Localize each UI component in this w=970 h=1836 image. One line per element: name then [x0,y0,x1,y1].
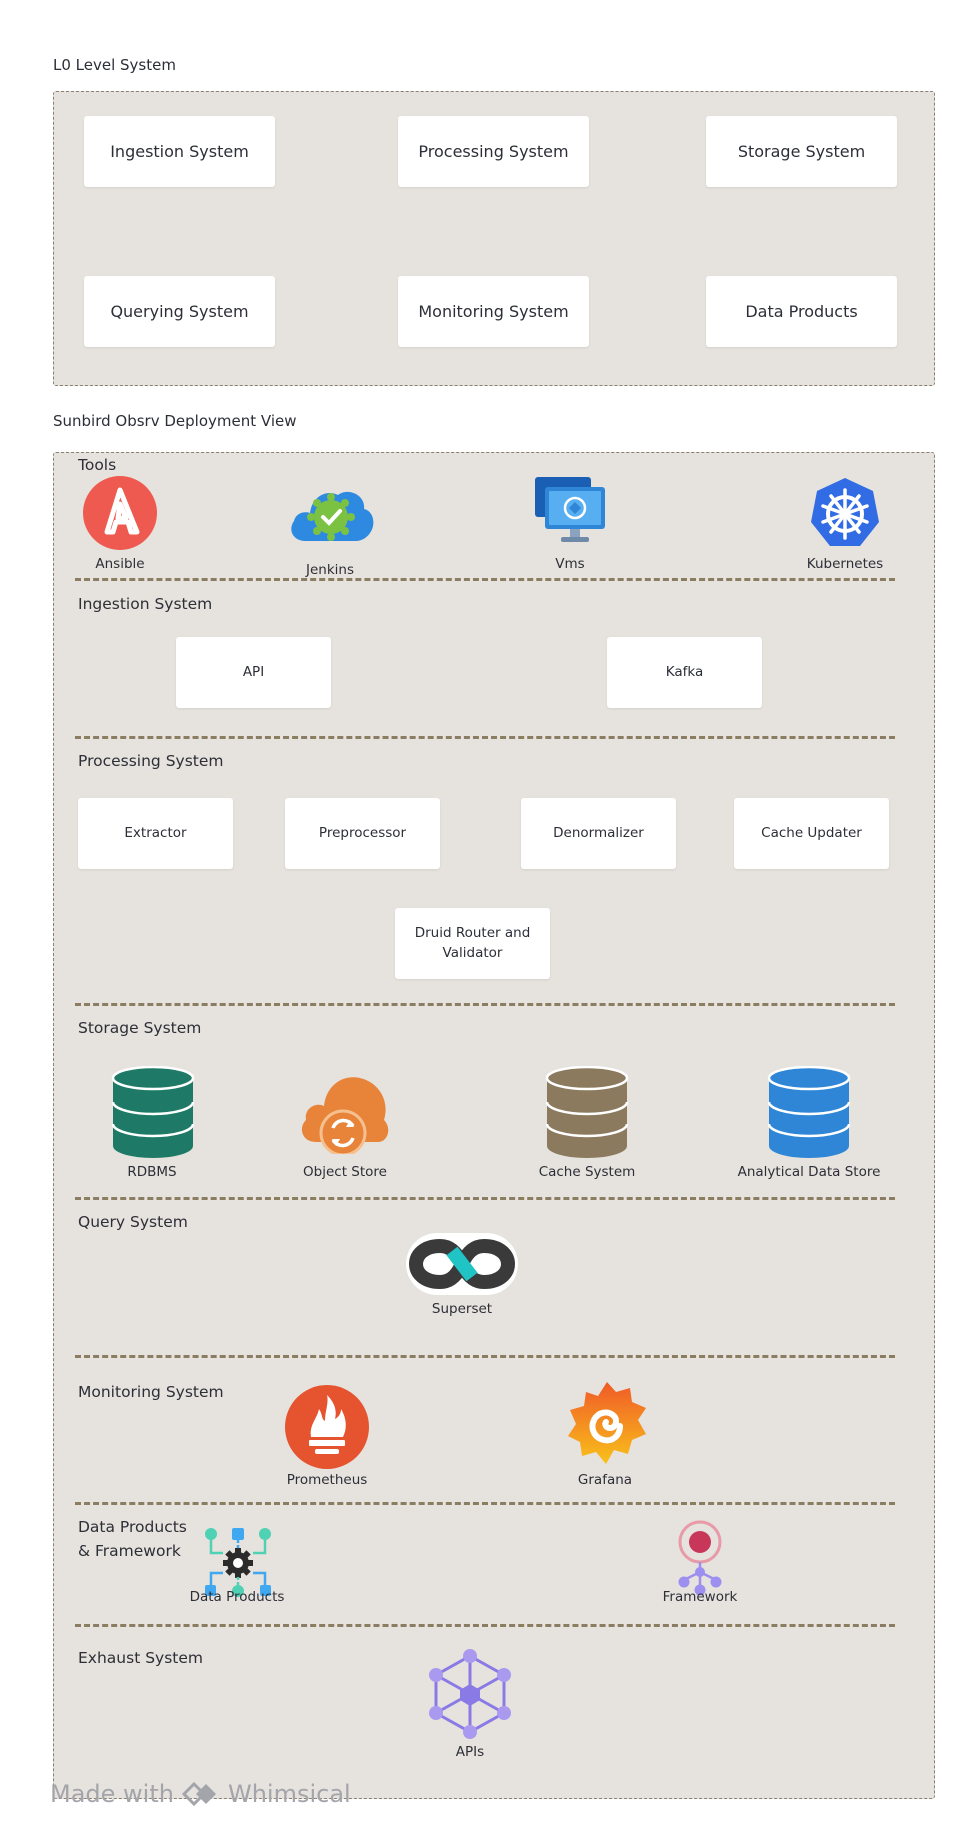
apis-caption: APIs [455,1744,485,1760]
l0-box-storage[interactable]: Storage System [706,116,897,187]
exhaust-label: Exhaust System [78,1649,203,1667]
vms-caption: Vms [555,556,585,572]
data-products-label-line1: Data Products [78,1518,187,1536]
ansible-icon [83,476,157,550]
divider-storage [75,1197,895,1200]
processing-label: Processing System [78,752,224,770]
divider-tools [75,578,895,581]
made-with-whimsical-watermark[interactable]: Made with Whimsical [50,1780,351,1808]
made-with-text: Made with [50,1780,174,1808]
preprocessor-box[interactable]: Preprocessor [285,798,440,869]
api-box[interactable]: API [176,637,331,708]
object-store-icon [301,1077,389,1154]
divider-data-products [75,1624,895,1627]
apis-icon [429,1649,511,1739]
monitoring-label: Monitoring System [78,1383,224,1401]
whimsical-logo-icon [181,1782,216,1806]
query-label: Query System [78,1213,188,1231]
ingestion-label: Ingestion System [78,595,213,613]
rdbms-database-icon [111,1066,195,1158]
cache-system-caption: Cache System [538,1164,636,1180]
l0-box-data-products[interactable]: Data Products [706,276,897,347]
extractor-box[interactable]: Extractor [78,798,233,869]
jenkins-icon [291,491,374,541]
kafka-box[interactable]: Kafka [607,637,762,708]
prometheus-caption: Prometheus [286,1472,368,1488]
whimsical-brand-text: Whimsical [227,1780,351,1808]
framework-icon [678,1520,722,1596]
data-products-icon [205,1528,271,1597]
superset-caption: Superset [431,1301,493,1317]
object-store-caption: Object Store [303,1164,387,1180]
divider-query [75,1355,895,1358]
framework-caption: Framework [662,1589,738,1605]
vms-icon [535,477,605,542]
l0-box-monitoring[interactable]: Monitoring System [398,276,589,347]
tools-label: Tools [78,456,117,474]
jenkins-caption: Jenkins [305,562,354,578]
l0-box-ingestion[interactable]: Ingestion System [84,116,275,187]
divider-ingestion [75,736,895,739]
storage-label: Storage System [78,1019,202,1037]
divider-monitoring [75,1502,895,1505]
data-products-label-line2: & Framework [78,1542,181,1560]
ansible-caption: Ansible [95,556,145,572]
kubernetes-icon [811,478,879,546]
kubernetes-caption: Kubernetes [806,556,884,572]
l0-box-querying[interactable]: Querying System [84,276,275,347]
cache-database-icon [545,1066,629,1158]
l0-box-processing[interactable]: Processing System [398,116,589,187]
divider-processing [75,1003,895,1006]
grafana-icon [568,1382,646,1464]
denormalizer-box[interactable]: Denormalizer [521,798,676,869]
rdbms-caption: RDBMS [127,1164,177,1180]
grafana-caption: Grafana [577,1472,633,1488]
deployment-section-title: Sunbird Obsrv Deployment View [53,412,297,430]
analytical-data-store-caption: Analytical Data Store [737,1164,881,1180]
prometheus-icon [285,1385,369,1469]
cache-updater-box[interactable]: Cache Updater [734,798,889,869]
analytical-database-icon [767,1066,851,1158]
data-products-caption: Data Products [189,1589,285,1605]
superset-icon [406,1233,518,1295]
druid-router-box[interactable]: Druid Router and Validator [395,908,550,979]
l0-section-title: L0 Level System [53,56,176,74]
